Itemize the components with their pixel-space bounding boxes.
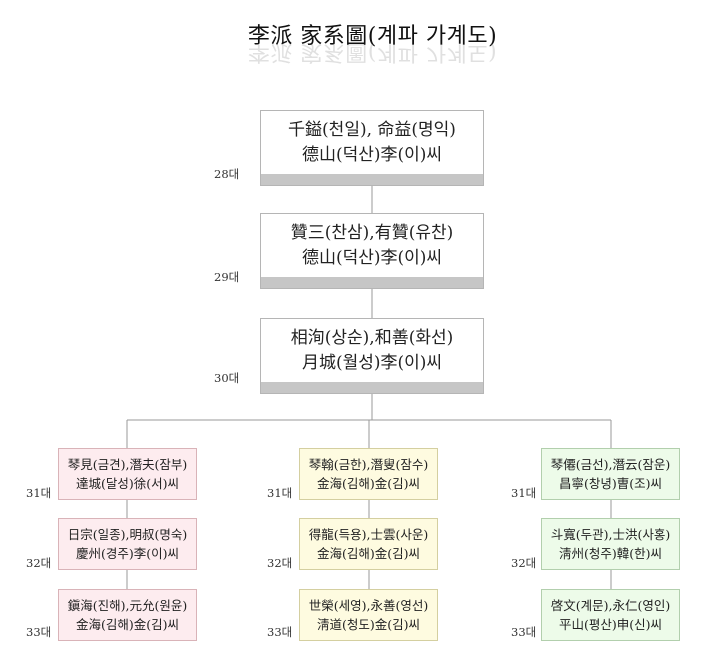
node-middle-gen32: 得龍(득용),士雲(사운) 金海(김해)金(김)씨 [299, 518, 438, 570]
node-gen29-names: 贊三(찬삼),有贊(유찬) [290, 223, 454, 243]
node-right-gen32: 斗寬(두관),士洪(사홍) 淸州(청주)韓(한)씨 [541, 518, 680, 570]
node-right-gen31: 琴僊(금선),潛云(잠운) 昌寧(창녕)曺(조)씨 [541, 448, 680, 500]
generation-label-30: 30대 [214, 371, 240, 385]
node-gen29-spouse-clan: 德山(덕산)李(이)씨 [301, 248, 443, 268]
node-middle-gen32-spouse-clan: 金海(김해)金(김)씨 [316, 546, 420, 561]
generation-label-left-32: 32대 [26, 556, 52, 570]
node-gen30-names: 相洵(상순),和善(화선) [290, 328, 454, 348]
node-gen30-bar [261, 382, 483, 393]
generation-label-middle-31: 31대 [267, 486, 293, 500]
generation-label-right-32: 32대 [511, 556, 537, 570]
node-gen30-spouse-clan: 月城(월성)李(이)씨 [301, 353, 443, 373]
node-left-gen31-spouse-clan: 達城(달성)徐(서)씨 [75, 476, 179, 491]
node-left-gen31-names: 琴見(금견),潛夫(잠부) [67, 457, 188, 472]
node-gen28-bar [261, 174, 483, 185]
generation-label-middle-33: 33대 [267, 625, 293, 639]
node-gen28-names: 千鎰(천일), 命益(명익) [288, 120, 456, 140]
node-middle-gen32-names: 得龍(득용),士雲(사운) [308, 527, 429, 542]
node-right-gen33-names: 啓文(계문),永仁(영인) [550, 598, 671, 613]
generation-label-right-31: 31대 [511, 486, 537, 500]
node-gen29: 贊三(찬삼),有贊(유찬) 德山(덕산)李(이)씨 [260, 213, 484, 289]
node-middle-gen31-spouse-clan: 金海(김해)金(김)씨 [316, 476, 420, 491]
node-right-gen31-names: 琴僊(금선),潛云(잠운) [550, 457, 671, 472]
node-left-gen32-spouse-clan: 慶州(경주)李(이)씨 [75, 546, 179, 561]
node-middle-gen33: 世榮(세영),永善(영선) 淸道(청도)金(김)씨 [299, 589, 438, 641]
node-gen30: 相洵(상순),和善(화선) 月城(월성)李(이)씨 [260, 318, 484, 394]
generation-label-28: 28대 [214, 167, 240, 181]
node-right-gen33: 啓文(계문),永仁(영인) 平山(평산)申(신)씨 [541, 589, 680, 641]
node-left-gen33: 鎭海(진해),元允(원윤) 金海(김해)金(김)씨 [58, 589, 197, 641]
node-middle-gen33-spouse-clan: 淸道(청도)金(김)씨 [316, 617, 420, 632]
node-right-gen31-spouse-clan: 昌寧(창녕)曺(조)씨 [558, 476, 662, 491]
generation-label-middle-32: 32대 [267, 556, 293, 570]
node-left-gen32: 日宗(일종),明叔(명숙) 慶州(경주)李(이)씨 [58, 518, 197, 570]
node-left-gen33-names: 鎭海(진해),元允(원윤) [67, 598, 188, 613]
generation-label-right-33: 33대 [511, 625, 537, 639]
node-left-gen33-spouse-clan: 金海(김해)金(김)씨 [75, 617, 179, 632]
node-right-gen33-spouse-clan: 平山(평산)申(신)씨 [558, 617, 662, 632]
generation-label-29: 29대 [214, 270, 240, 284]
node-middle-gen31: 琴翰(금한),潛叟(잠수) 金海(김해)金(김)씨 [299, 448, 438, 500]
node-right-gen32-spouse-clan: 淸州(청주)韓(한)씨 [558, 546, 662, 561]
node-middle-gen31-names: 琴翰(금한),潛叟(잠수) [308, 457, 429, 472]
node-right-gen32-names: 斗寬(두관),士洪(사홍) [550, 527, 671, 542]
node-gen28-spouse-clan: 德山(덕산)李(이)씨 [301, 145, 443, 165]
generation-label-left-33: 33대 [26, 625, 52, 639]
node-gen28: 千鎰(천일), 命益(명익) 德山(덕산)李(이)씨 [260, 110, 484, 186]
generation-label-left-31: 31대 [26, 486, 52, 500]
node-left-gen32-names: 日宗(일종),明叔(명숙) [67, 527, 188, 542]
node-middle-gen33-names: 世榮(세영),永善(영선) [308, 598, 429, 613]
diagram-title: 李派 家系圖(계파 가계도) [247, 24, 498, 49]
node-gen29-bar [261, 277, 483, 288]
node-left-gen31: 琴見(금견),潛夫(잠부) 達城(달성)徐(서)씨 [58, 448, 197, 500]
